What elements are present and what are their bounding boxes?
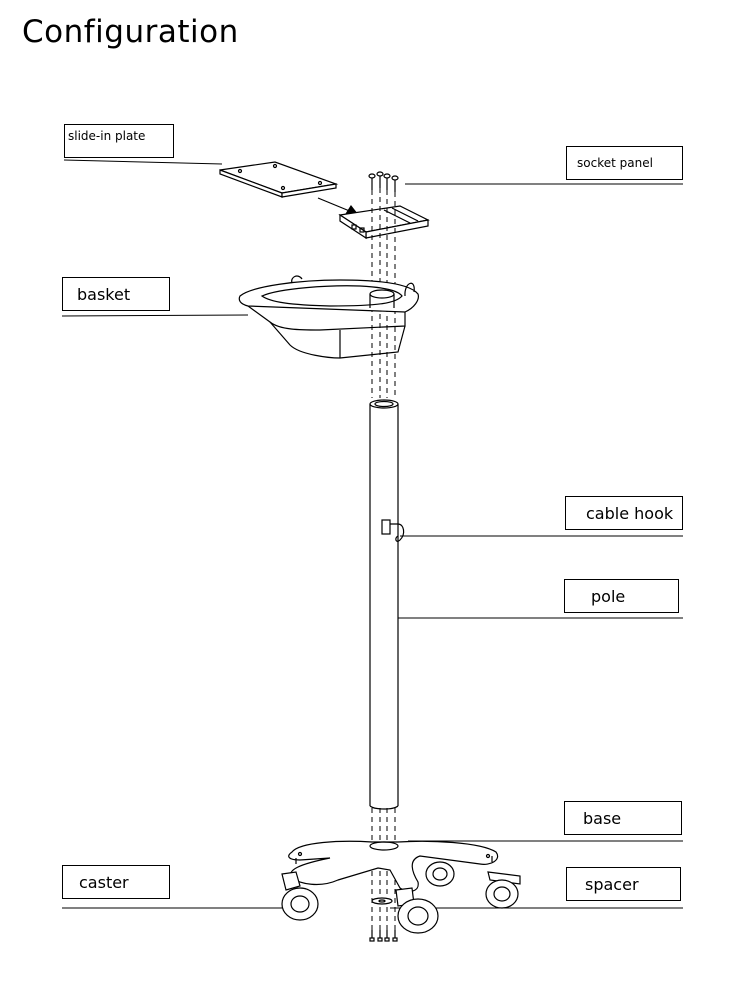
base-part [288, 840, 499, 892]
leader-slide-in-plate [63, 159, 223, 165]
label-basket: basket [62, 277, 170, 311]
caster-left [281, 871, 319, 921]
label-cable-hook: cable hook [565, 496, 683, 530]
pole-part [369, 399, 399, 810]
top-screws [368, 171, 399, 192]
label-pole: pole [564, 579, 679, 613]
label-slide-in-plate-text: slide-in plate [68, 129, 146, 143]
cable-hook-part [381, 519, 405, 542]
label-base: base [564, 801, 682, 835]
label-socket-panel: socket panel [566, 146, 683, 180]
label-caster-text: caster [79, 872, 129, 892]
bottom-screws [369, 930, 398, 942]
leader-basket [61, 314, 249, 317]
slide-arrow [317, 197, 360, 216]
label-cable-hook-text: cable hook [586, 503, 674, 523]
label-slide-in-plate: slide-in plate [64, 124, 174, 158]
label-socket-panel-text: socket panel [577, 156, 653, 170]
label-pole-text: pole [591, 586, 626, 606]
slide-in-plate-part [219, 161, 339, 198]
caster-wheels [281, 861, 521, 934]
label-spacer: spacer [566, 867, 681, 901]
label-base-text: base [583, 808, 622, 828]
page-title: Configuration [22, 14, 239, 50]
spacer-part [371, 897, 393, 905]
label-caster: caster [62, 865, 170, 899]
caster-back [425, 861, 455, 887]
socket-panel-part [338, 205, 430, 240]
label-spacer-text: spacer [585, 874, 639, 894]
basket-part [238, 275, 419, 359]
caster-right [485, 871, 521, 909]
caster-front [395, 887, 439, 934]
label-basket-text: basket [77, 284, 131, 304]
leader-lines [61, 159, 683, 909]
